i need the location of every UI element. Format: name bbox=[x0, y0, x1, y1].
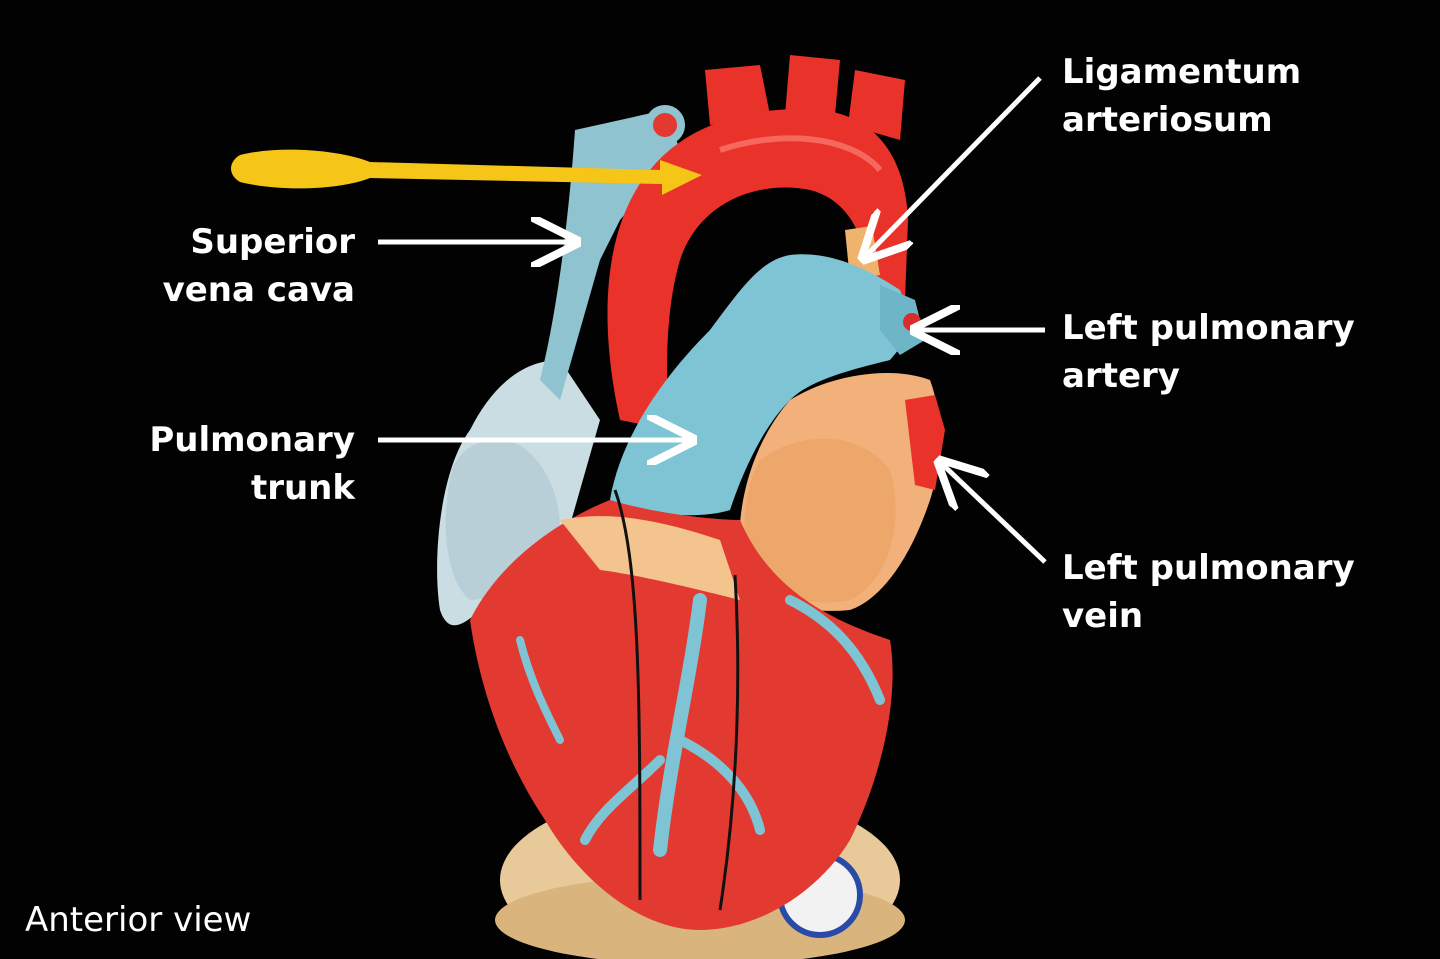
label-ligamentum-arteriosum-line1: Ligamentum bbox=[1062, 52, 1302, 92]
svc-vessel-end bbox=[645, 105, 685, 145]
ventricle-fat-band bbox=[560, 516, 740, 600]
aortic-arch bbox=[607, 109, 908, 431]
label-left-pulmonary-artery: Left pulmonary artery bbox=[1062, 304, 1355, 400]
aorta-branch-2 bbox=[785, 55, 840, 115]
left-atrium-lobe bbox=[744, 438, 896, 603]
label-superior-vena-cava-line1: Superior bbox=[190, 222, 355, 262]
label-superior-vena-cava-line2: vena cava bbox=[162, 270, 355, 310]
aorta-branch-1 bbox=[705, 65, 770, 125]
label-ligamentum-arteriosum-line2: arteriosum bbox=[1062, 100, 1273, 140]
label-left-pulmonary-vein-line2: vein bbox=[1062, 596, 1144, 636]
label-left-pulmonary-artery-line2: artery bbox=[1062, 356, 1180, 396]
label-ligamentum-arteriosum: Ligamentum arteriosum bbox=[1062, 48, 1301, 144]
label-pulmonary-trunk: Pulmonary trunk bbox=[110, 416, 355, 512]
interventricular-groove bbox=[613, 489, 642, 901]
label-pulmonary-trunk-line2: trunk bbox=[250, 468, 355, 508]
label-pulmonary-trunk-line1: Pulmonary bbox=[149, 420, 355, 460]
label-left-pulmonary-vein: Left pulmonary vein bbox=[1062, 544, 1355, 640]
label-left-pulmonary-vein-line1: Left pulmonary bbox=[1062, 548, 1355, 588]
aorta-branch-3 bbox=[848, 70, 905, 140]
coronary-vessel-2 bbox=[580, 755, 665, 845]
label-left-pulmonary-artery-line1: Left pulmonary bbox=[1062, 308, 1355, 348]
coronary-vessel-4 bbox=[516, 636, 564, 744]
arrow-ligamentum-arteriosum bbox=[864, 76, 1042, 258]
yellow-pointer bbox=[231, 149, 702, 195]
coronary-vessel-3 bbox=[675, 735, 765, 835]
interventricular-groove-2 bbox=[718, 574, 740, 911]
coronary-vessel-5 bbox=[785, 595, 885, 705]
label-superior-vena-cava: Superior vena cava bbox=[110, 218, 355, 314]
aorta-highlight bbox=[719, 135, 883, 173]
coronary-vessel-1 bbox=[653, 593, 707, 857]
arrow-left-pulmonary-vein bbox=[940, 462, 1047, 564]
caption-anterior-view: Anterior view bbox=[25, 900, 252, 940]
